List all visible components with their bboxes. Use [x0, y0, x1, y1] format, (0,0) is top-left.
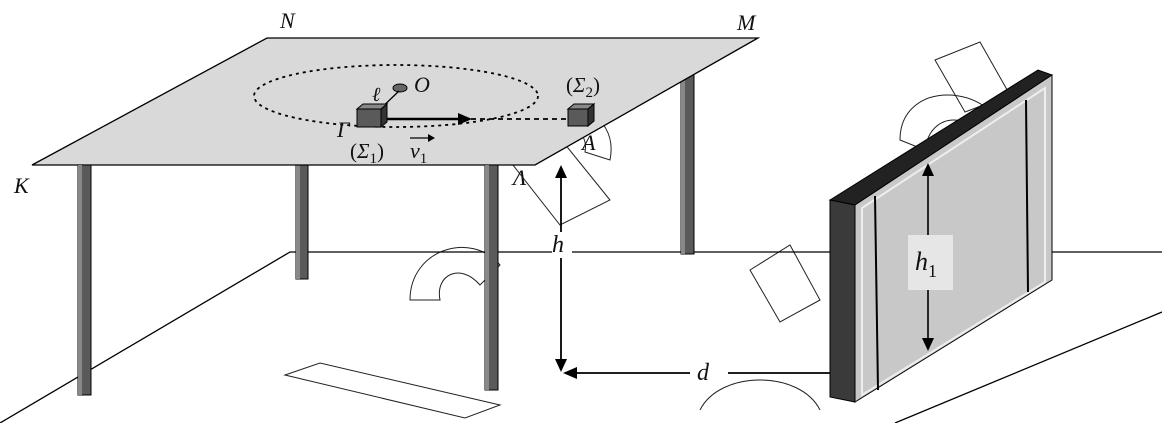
label-K: K: [13, 173, 30, 198]
label-d: d: [697, 360, 710, 386]
velocity-arrow: [380, 113, 472, 125]
wall-side: [829, 199, 856, 403]
label-h1: h1: [915, 247, 937, 281]
label-N: N: [279, 8, 296, 33]
label-ell: ℓ: [372, 84, 381, 106]
wall-face: [854, 74, 1053, 403]
label-Gamma: Γ: [336, 117, 351, 142]
label-sigma1: (Σ1): [350, 139, 384, 167]
wall: [828, 69, 1054, 403]
circular-path: [253, 64, 539, 128]
label-Lambda: Λ: [511, 165, 527, 190]
label-h: h: [552, 232, 564, 258]
block-sigma2: [566, 102, 596, 128]
label-v1: v1: [410, 134, 435, 167]
center-point-O: [392, 83, 408, 93]
front-legs: [77, 164, 499, 396]
label-M: M: [736, 10, 757, 35]
height-h-arrow: [555, 165, 567, 372]
table-top: [31, 37, 761, 166]
label-O: O: [414, 72, 430, 97]
block-sigma1: [355, 102, 389, 129]
label-A: A: [580, 130, 596, 155]
svg-text:v1: v1: [410, 138, 427, 167]
label-sigma2: (Σ2): [566, 73, 600, 101]
